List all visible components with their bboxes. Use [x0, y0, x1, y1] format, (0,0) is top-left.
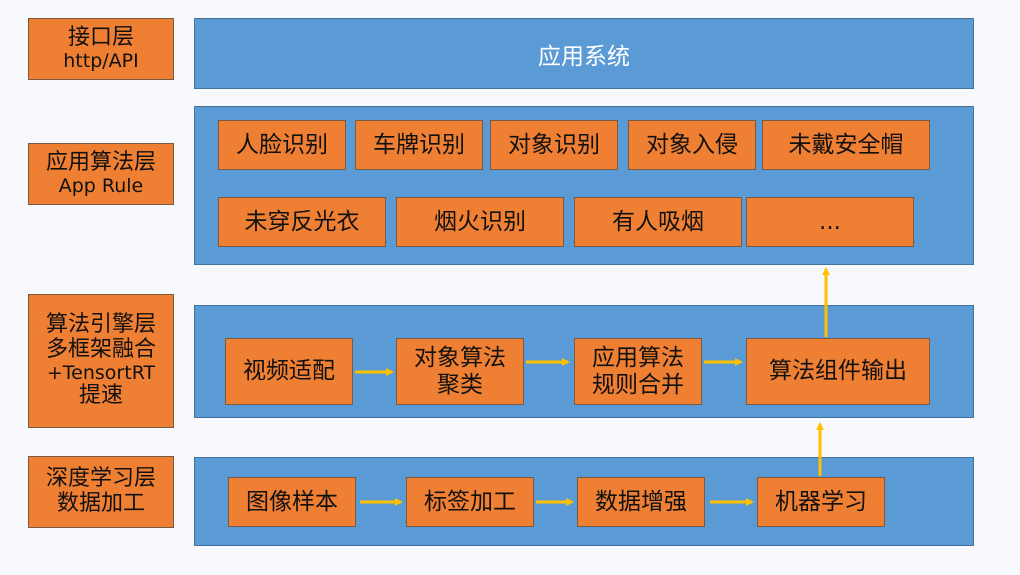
layer-label-deep-learning: 深度学习层 数据加工: [28, 456, 174, 528]
layer-label-engine-line3: +TensortRT: [46, 361, 156, 384]
algo-object-recognition: 对象识别: [490, 120, 618, 170]
engine-rule-merge-line1: 应用算法: [592, 345, 684, 372]
engine-video-adapt: 视频适配: [225, 338, 353, 405]
deep-image-samples: 图像样本: [228, 477, 356, 527]
algo-plate-recognition: 车牌识别: [355, 120, 483, 170]
layer-label-engine-line1: 算法引擎层: [45, 312, 156, 338]
algo-smoke-fire-recognition: 烟火识别: [396, 197, 564, 247]
algo-no-helmet: 未戴安全帽: [762, 120, 930, 170]
app-system-title: 应用系统: [538, 43, 630, 70]
algo-no-reflective-vest: 未穿反光衣: [218, 197, 386, 247]
algo-person-smoking: 有人吸烟: [574, 197, 742, 247]
layer-label-app-algorithm-line1: 应用算法层: [45, 150, 156, 176]
engine-object-clustering: 对象算法 聚类: [396, 338, 524, 405]
engine-object-clustering-line1: 对象算法: [414, 345, 506, 372]
engine-rule-merge-line2: 规则合并: [592, 371, 684, 398]
deep-label-processing: 标签加工: [406, 477, 534, 527]
layer-label-deep-learning-line1: 深度学习层: [45, 466, 156, 492]
layer-label-app-algorithm: 应用算法层 App Rule: [28, 143, 174, 205]
layer-label-interface: 接口层 http/API: [28, 18, 174, 80]
layer-label-engine: 算法引擎层 多框架融合 +TensortRT 提速: [28, 294, 174, 428]
algo-object-intrusion: 对象入侵: [628, 120, 756, 170]
layer-label-app-algorithm-line2: App Rule: [58, 174, 144, 197]
algo-more-ellipsis: ...: [746, 197, 914, 247]
layer-label-deep-learning-line2: 数据加工: [56, 491, 145, 516]
engine-object-clustering-line2: 聚类: [437, 371, 483, 398]
deep-machine-learning: 机器学习: [757, 477, 885, 527]
layer-label-engine-line2: 多框架融合: [45, 337, 156, 363]
app-system-panel: 应用系统: [194, 18, 974, 89]
deep-data-augmentation: 数据增强: [577, 477, 705, 527]
layer-label-engine-line4: 提速: [78, 382, 123, 408]
engine-rule-merge: 应用算法 规则合并: [574, 338, 702, 405]
engine-component-output: 算法组件输出: [746, 338, 930, 405]
algo-face-recognition: 人脸识别: [218, 120, 346, 170]
layer-label-interface-line2: http/API: [63, 49, 139, 72]
layer-label-interface-line1: 接口层: [67, 25, 134, 51]
